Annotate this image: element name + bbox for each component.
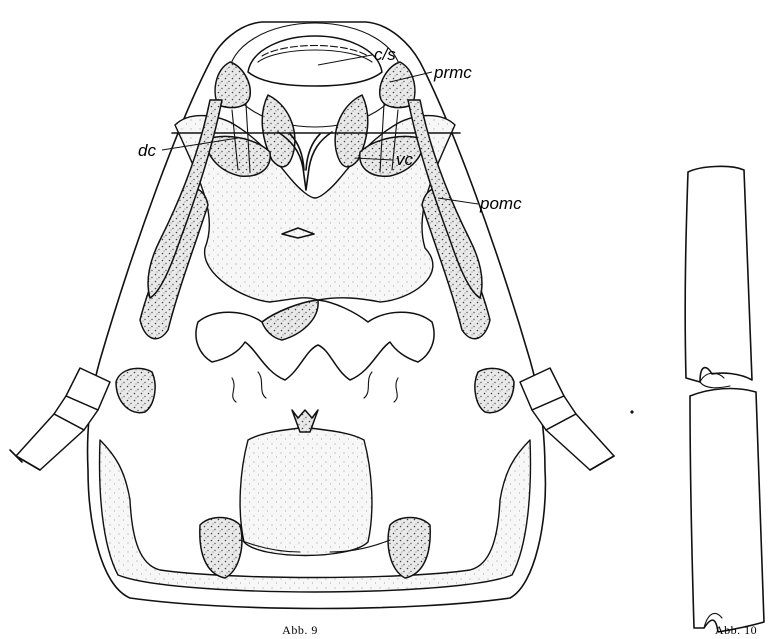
ear-right (475, 368, 514, 412)
abb10-upper-segment (685, 166, 752, 382)
label-dc: dc (138, 141, 156, 160)
foramen (240, 418, 372, 556)
abb10-drawing (685, 166, 764, 632)
caption-abb10: Abb. 10 (715, 623, 757, 637)
skull-drawing (10, 22, 614, 609)
cls-oval (248, 36, 382, 86)
ear-left (116, 368, 155, 412)
abb10-lower-segment (690, 389, 764, 632)
label-cls: c/s (374, 45, 396, 64)
appendage-left (10, 368, 110, 470)
label-pomc: pomc (479, 194, 522, 213)
condyle-left (200, 518, 242, 579)
condyle-right (388, 518, 430, 579)
appendage-right (520, 368, 614, 470)
caption-abb9: Abb. 9 (282, 623, 318, 637)
label-prmc: prmc (433, 63, 472, 82)
stray-dot (630, 410, 633, 413)
label-vc: vc (396, 150, 414, 169)
